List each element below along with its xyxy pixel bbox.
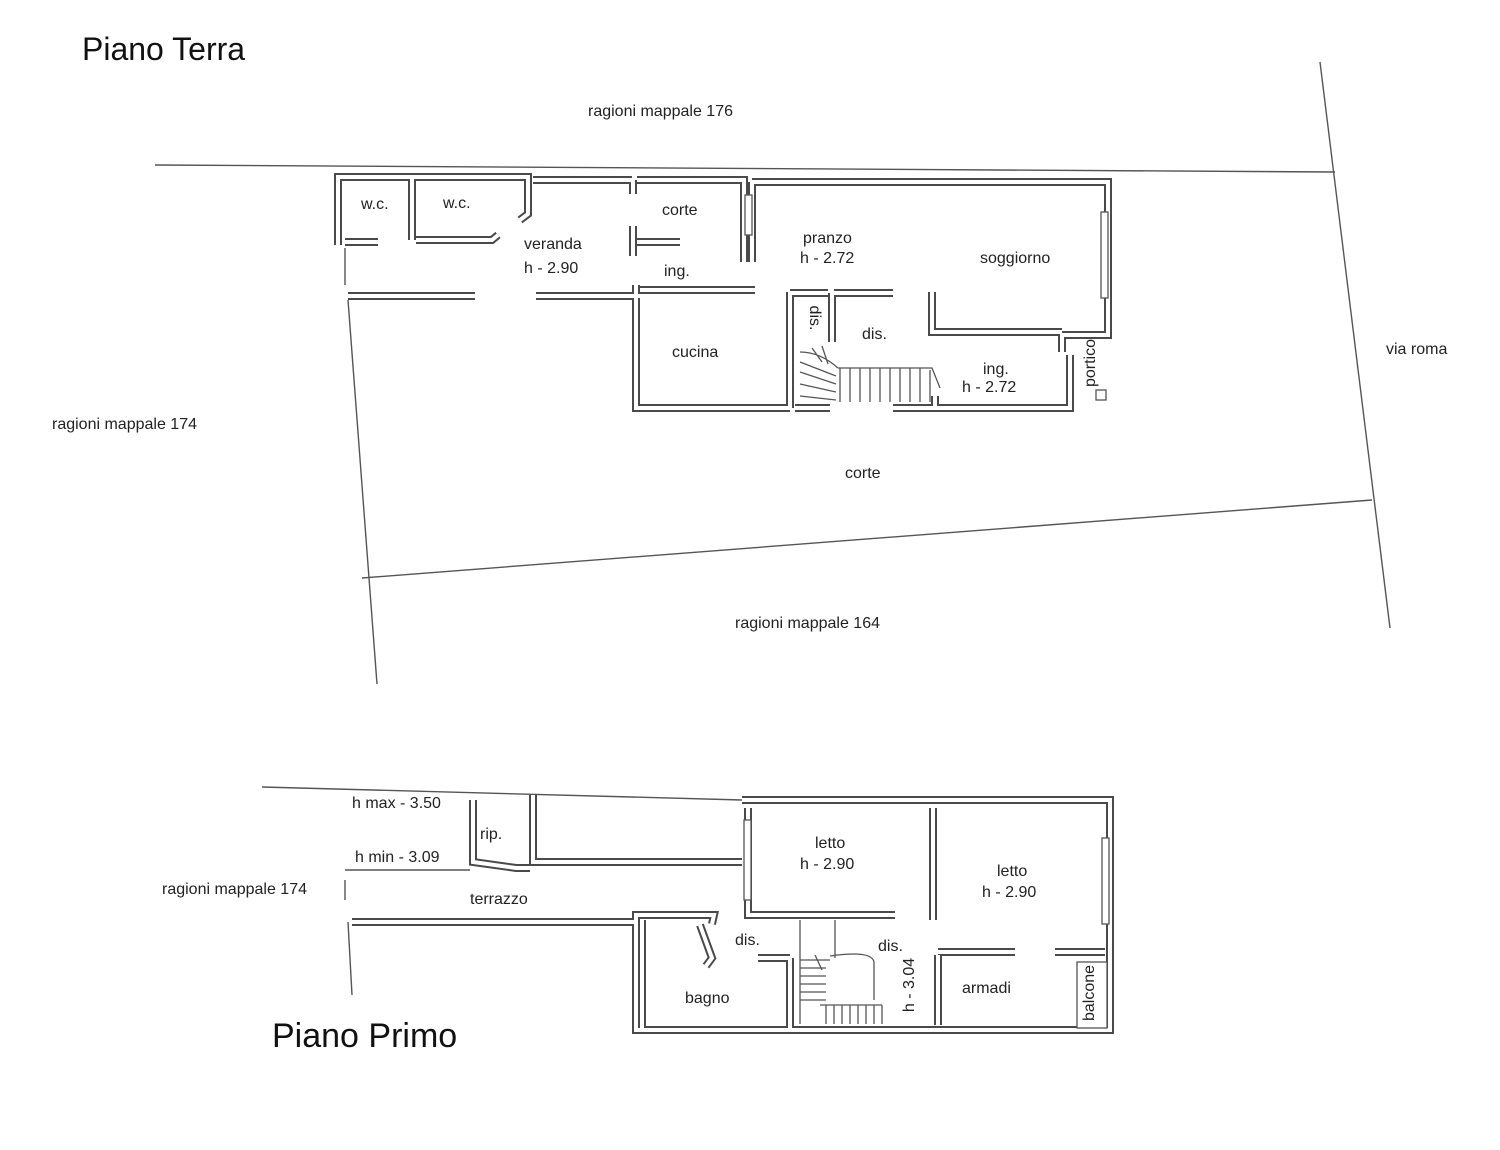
window-letto2 (1101, 837, 1110, 925)
label-corte-interna: corte (662, 202, 698, 219)
label-ff-west-neighbor: ragioni mappale 174 (162, 881, 307, 898)
property-line-ff-north (261, 786, 743, 801)
window-pranzo (744, 194, 753, 236)
property-line-east (1319, 61, 1391, 629)
label-letto-2: letto (997, 863, 1027, 880)
stairs-first-floor (799, 920, 883, 1024)
label-south-neighbor: ragioni mappale 164 (735, 615, 880, 632)
label-h-min: h min - 3.09 (355, 849, 440, 866)
label-ingresso-veranda: ing. (664, 263, 690, 280)
label-letto-2-height: h - 2.90 (982, 884, 1036, 901)
stairs-ground-floor (799, 345, 941, 402)
window-soggiorno (1100, 211, 1109, 299)
label-wc-1: w.c. (360, 196, 389, 213)
label-north-neighbor: ragioni mappale 176 (588, 103, 733, 120)
label-h-max: h max - 3.50 (352, 795, 441, 812)
label-west-neighbor: ragioni mappale 174 (52, 416, 197, 433)
label-ingresso: ing. (983, 361, 1009, 378)
property-line-south (361, 499, 1373, 579)
property-line-north (154, 164, 1336, 173)
label-east-street: via roma (1386, 341, 1447, 358)
label-disimpegno-1: dis. (735, 932, 760, 949)
label-cucina: cucina (672, 344, 718, 361)
property-line-west (347, 299, 378, 685)
label-ripostiglio: rip. (480, 826, 502, 843)
label-disimpegno: dis. (862, 326, 887, 343)
label-letto-1: letto (815, 835, 845, 852)
label-terrazzo: terrazzo (470, 891, 528, 908)
window-letto1 (743, 819, 752, 901)
label-ingresso-height: h - 2.72 (962, 379, 1016, 396)
ground-floor-title: Piano Terra (82, 31, 245, 67)
label-bagno: bagno (685, 990, 730, 1007)
label-corte: corte (845, 465, 881, 482)
label-pranzo-height: h - 2.72 (800, 250, 854, 267)
label-disimpegno-small: dis. (806, 306, 823, 331)
label-veranda: veranda (524, 236, 582, 253)
label-veranda-height: h - 2.90 (524, 260, 578, 277)
first-floor-title: Piano Primo (272, 1017, 457, 1055)
label-portico: portico (1082, 339, 1099, 387)
label-stair-height: h - 3.04 (901, 958, 918, 1012)
balcony (1076, 961, 1108, 1029)
label-letto-1-height: h - 2.90 (800, 856, 854, 873)
label-disimpegno-2: dis. (878, 938, 903, 955)
label-armadi: armadi (962, 980, 1011, 997)
label-pranzo: pranzo (803, 230, 852, 247)
label-balcone: balcone (1081, 965, 1098, 1021)
portico-column (1095, 389, 1107, 401)
label-soggiorno: soggiorno (980, 250, 1050, 267)
label-wc-2: w.c. (442, 195, 471, 212)
property-line-ff-west (344, 880, 353, 996)
